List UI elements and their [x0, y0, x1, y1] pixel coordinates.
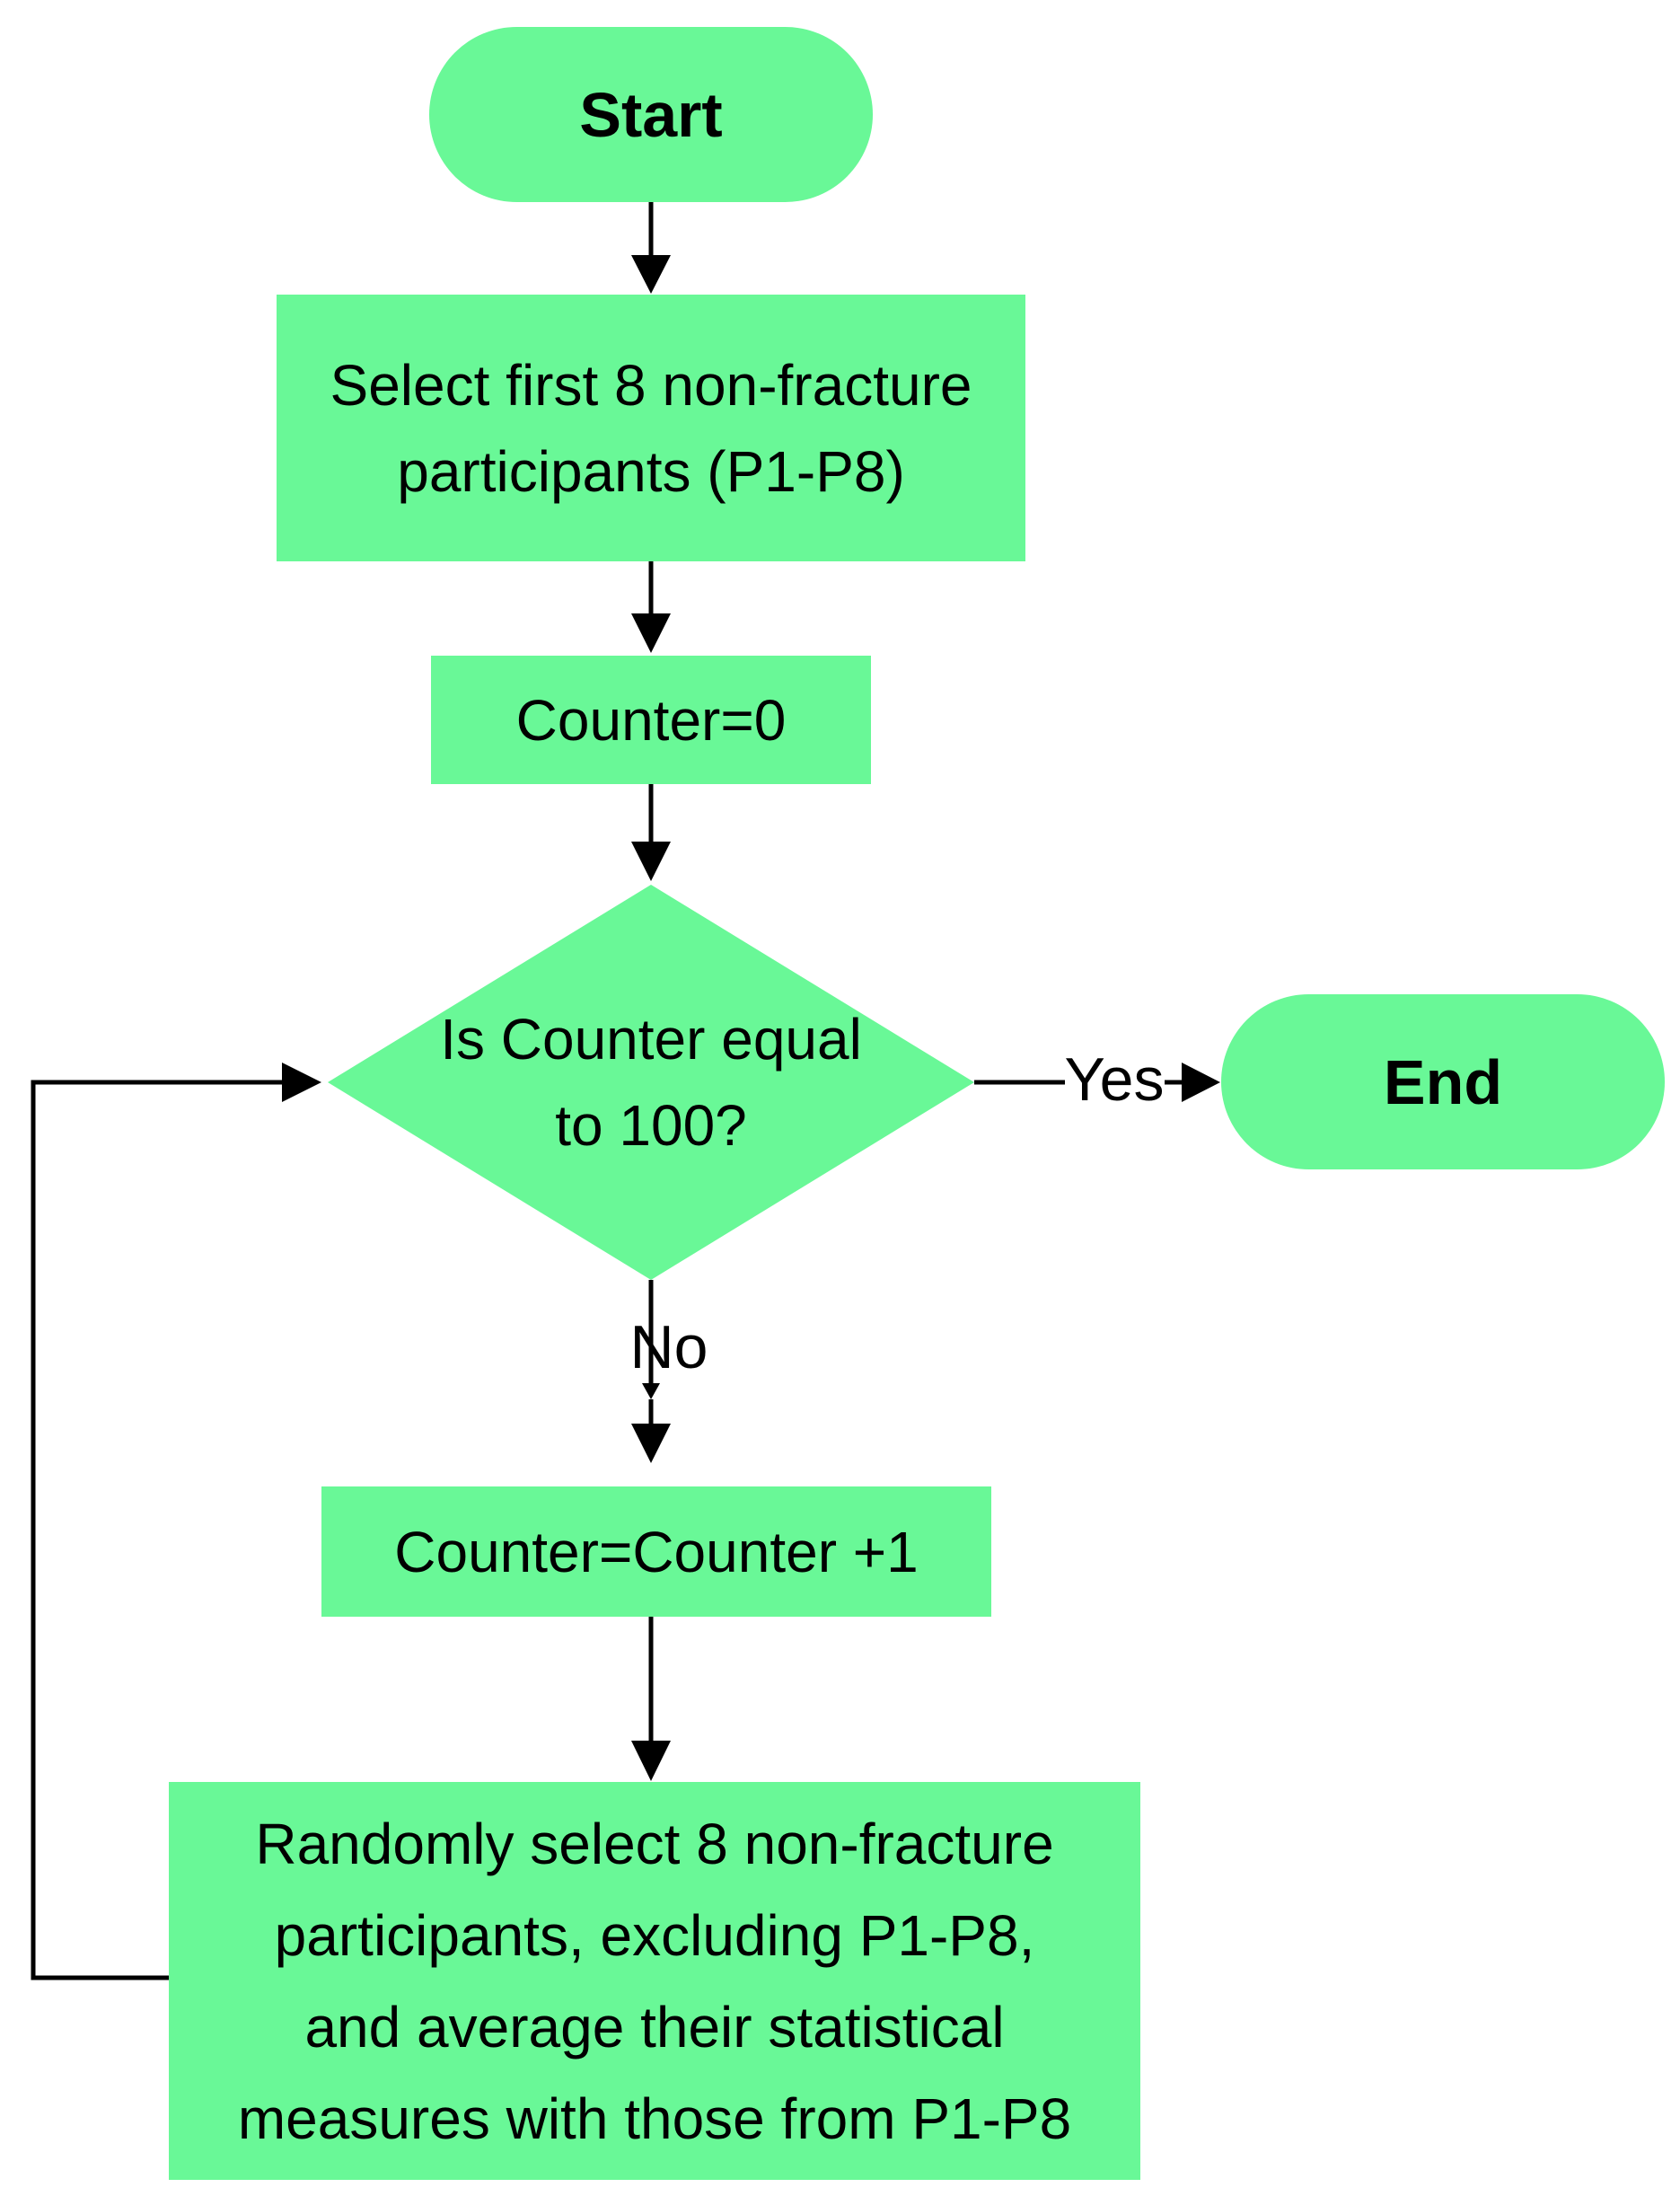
node-select-first-line1: Select first 8 non-fracture	[330, 352, 972, 418]
node-random-select-line2: participants, excluding P1-P8,	[274, 1902, 1035, 1968]
edge-label-no: No	[629, 1313, 708, 1381]
node-random-select-line3: and average their statistical	[304, 1994, 1005, 2059]
arrowhead-loop-to-decision	[282, 1063, 321, 1102]
node-select-first-line2: participants (P1-P8)	[397, 438, 905, 504]
arrowhead-no-to-increment	[631, 1424, 671, 1463]
node-counter-increment: Counter=Counter +1	[321, 1486, 991, 1617]
arrowhead-start-to-select	[631, 255, 671, 294]
arrowhead-select-to-counter-init	[631, 613, 671, 653]
node-end: End	[1221, 994, 1665, 1169]
edge-loop-back	[31, 1080, 283, 1980]
node-random-select: Randomly select 8 non-fracture participa…	[169, 1782, 1140, 2180]
arrowhead-yes-to-end	[1182, 1063, 1220, 1102]
node-counter-init-label: Counter=0	[515, 687, 787, 753]
node-start-label: Start	[579, 79, 723, 150]
arrowhead-counter-init-to-decision	[631, 842, 671, 881]
node-select-first-participants: Select first 8 non-fracture participants…	[277, 295, 1025, 561]
arrowhead-no-small	[642, 1383, 660, 1399]
node-random-select-line4: measures with those from P1-P8	[237, 2086, 1072, 2151]
node-random-select-line1: Randomly select 8 non-fracture	[255, 1811, 1054, 1876]
node-counter-init: Counter=0	[431, 656, 871, 784]
node-counter-increment-label: Counter=Counter +1	[394, 1519, 919, 1584]
arrowhead-increment-to-random	[631, 1741, 671, 1781]
node-decision-line2: to 100?	[555, 1093, 747, 1158]
node-end-label: End	[1383, 1046, 1503, 1117]
edge-label-yes: Yes	[1064, 1045, 1165, 1114]
node-start: Start	[429, 27, 873, 202]
node-decision-line1: Is Counter equal	[440, 1007, 862, 1072]
